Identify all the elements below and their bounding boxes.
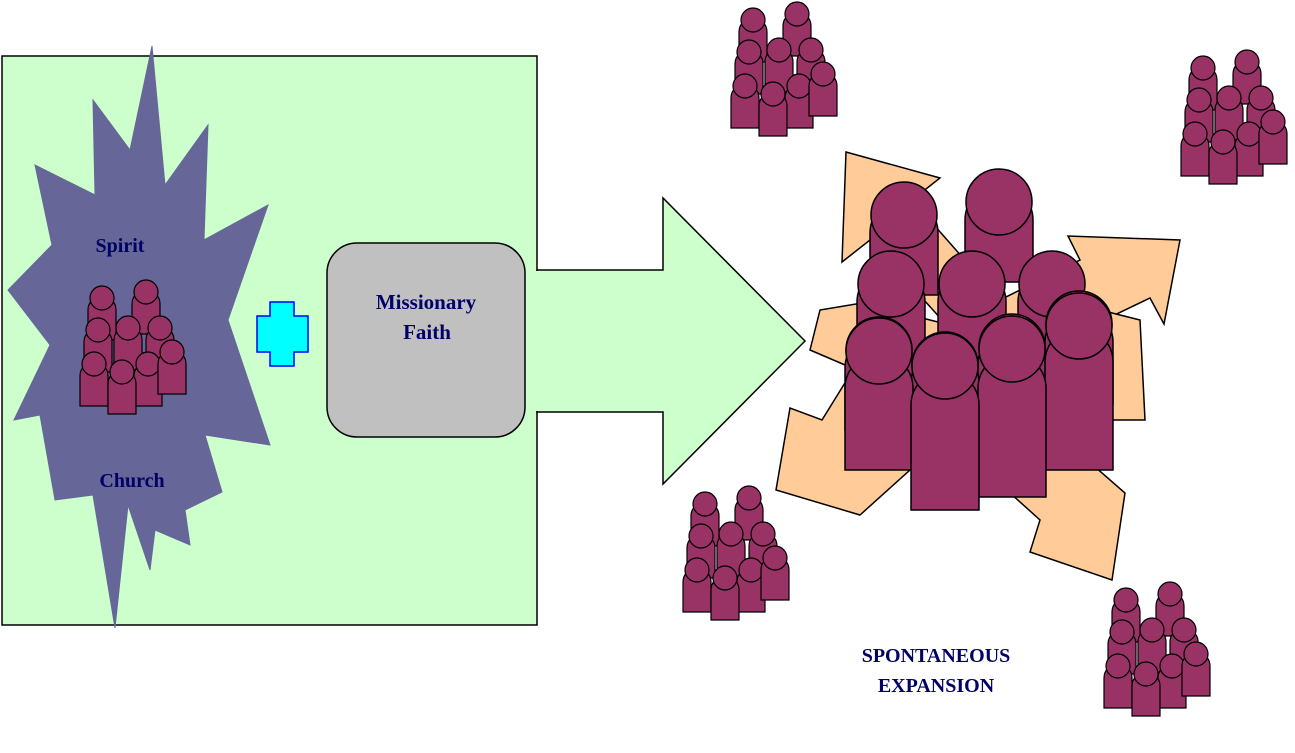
missionary-faith-box bbox=[326, 242, 526, 438]
crowd-bottom-right bbox=[1104, 582, 1210, 716]
crowd-bottom-left bbox=[683, 486, 789, 620]
central-crowd-front bbox=[844, 292, 1114, 511]
expansion-label-line1: SPONTANEOUS bbox=[862, 645, 1011, 667]
expansion-label-line2: EXPANSION bbox=[878, 675, 995, 697]
spirit-label: Spirit bbox=[96, 235, 145, 257]
missionary-faith-line1: Missionary bbox=[376, 290, 477, 314]
crowd-top-left bbox=[731, 2, 837, 136]
expansion-arrow bbox=[536, 196, 807, 486]
missionary-faith-line2: Faith bbox=[403, 320, 451, 344]
plus-icon bbox=[256, 301, 309, 367]
crowd-top-right bbox=[1181, 50, 1287, 184]
church-label: Church bbox=[99, 470, 164, 492]
